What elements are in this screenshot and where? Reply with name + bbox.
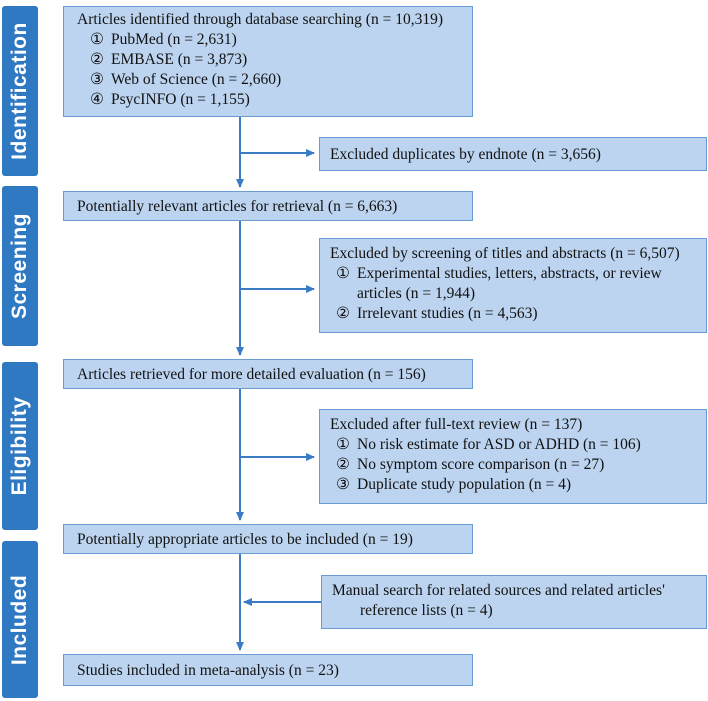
fulltext-excluded-title: Excluded after full-text review (n = 137… [330,416,583,433]
box-final: Studies included in meta-analysis (n = 2… [63,654,473,686]
stage-screening: Screening [2,186,38,346]
final-title: Studies included in meta-analysis (n = 2… [77,662,339,679]
box-screen-excluded: Excluded by screening of titles and abst… [319,238,707,333]
screen-excluded-item-1: ① Experimental studies, letters, abstrac… [336,265,662,302]
manual-cont: reference lists (n = 4) [360,602,493,619]
identified-title: Articles identified through database sea… [77,11,443,28]
screen-excluded-title: Excluded by screening of titles and abst… [330,245,680,262]
stage-included: Included [2,541,38,698]
duplicates-title: Excluded duplicates by endnote (n = 3,65… [330,146,601,163]
box-fulltext-excluded: Excluded after full-text review (n = 137… [319,409,707,504]
manual-title: Manual search for related sources and re… [332,582,665,599]
stage-eligibility: Eligibility [2,362,38,530]
box-identified: Articles identified through database sea… [63,6,473,117]
retrieval-title: Potentially relevant articles for retrie… [77,198,398,215]
box-duplicates: Excluded duplicates by endnote (n = 3,65… [319,137,707,171]
detailed-title: Articles retrieved for more detailed eva… [77,366,426,383]
box-manual: Manual search for related sources and re… [321,575,707,629]
box-detailed: Articles retrieved for more detailed eva… [63,359,473,389]
box-retrieval: Potentially relevant articles for retrie… [63,191,473,221]
stage-identification: Identification [2,6,38,176]
appropriate-title: Potentially appropriate articles to be i… [77,531,413,548]
box-appropriate: Potentially appropriate articles to be i… [63,524,473,554]
